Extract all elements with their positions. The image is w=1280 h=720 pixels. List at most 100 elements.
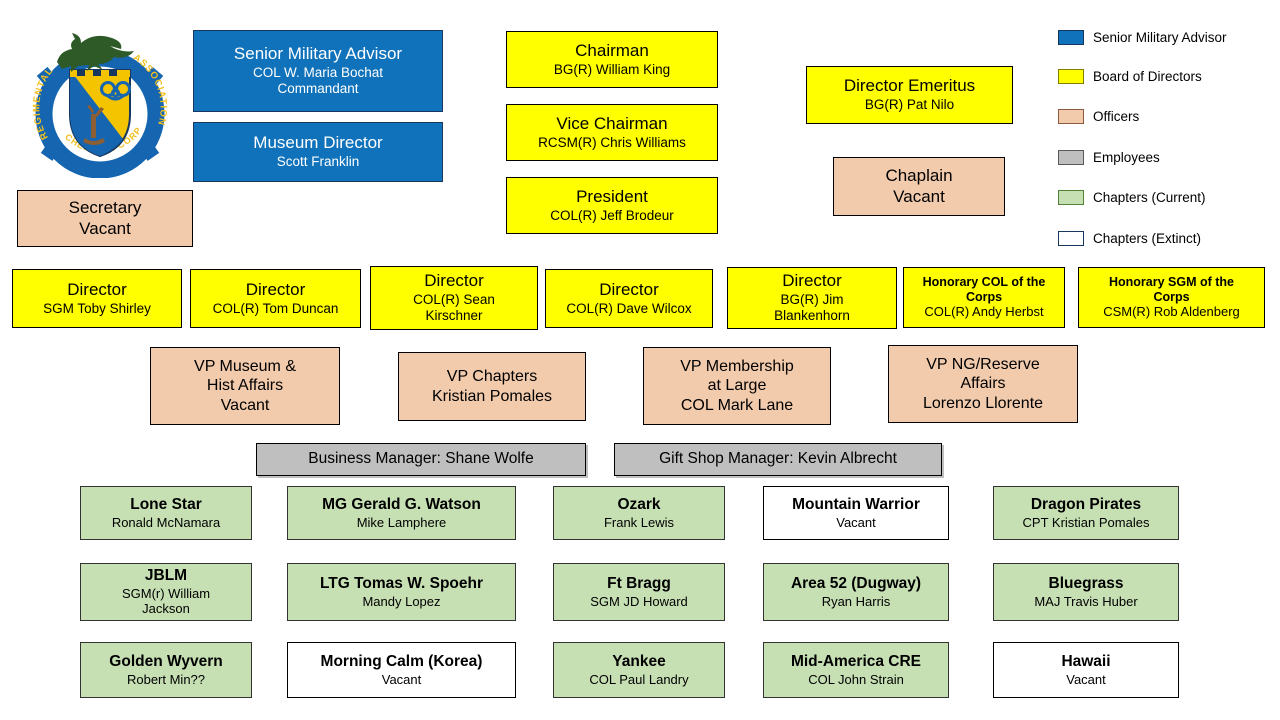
legend-item: Employees xyxy=(1058,147,1160,167)
legend-label: Chapters (Current) xyxy=(1093,189,1206,205)
box-title: JBLM xyxy=(144,566,188,584)
legend-item: Board of Directors xyxy=(1058,66,1202,86)
org-box-chairman: Chairman BG(R) William King xyxy=(506,31,718,88)
org-box-vp-membership: VP Membership at Large COL Mark Lane xyxy=(643,347,831,425)
box-title: Chaplain xyxy=(885,165,953,185)
box-subtitle: Lorenzo Llorente xyxy=(922,394,1044,412)
dragon-icon xyxy=(57,33,134,72)
chapter-box-morning-calm: Morning Calm (Korea) Vacant xyxy=(287,642,516,698)
box-title: VP NG/Reserve xyxy=(926,355,1040,373)
box-subtitle: Mandy Lopez xyxy=(362,593,441,609)
box-title: Director xyxy=(67,279,127,299)
legend-item: Chapters (Current) xyxy=(1058,187,1206,207)
box-subtitle: Vacant xyxy=(381,671,422,687)
box-subtitle: COL(R) Andy Herbst xyxy=(924,303,1044,319)
chapter-box-lone-star: Lone Star Ronald McNamara xyxy=(80,486,252,540)
box-subtitle: Robert Min?? xyxy=(126,671,206,687)
tree-emblem xyxy=(83,105,105,145)
chapter-box-hawaii: Hawaii Vacant xyxy=(993,642,1179,698)
org-box-honorary-col: Honorary COL of the Corps COL(R) Andy He… xyxy=(903,267,1065,328)
box-title: Ozark xyxy=(617,495,661,513)
box-subtitle: COL(R) Tom Duncan xyxy=(212,300,339,316)
org-box-president: President COL(R) Jeff Brodeur xyxy=(506,177,718,234)
box-title: Honorary SGM of the xyxy=(1108,275,1234,290)
box-subtitle: SGM(r) William xyxy=(121,585,211,601)
box-title: Area 52 (Dugway) xyxy=(790,574,922,592)
box-title: Honorary COL of the xyxy=(922,275,1046,290)
box-subtitle: BG(R) Jim xyxy=(780,291,844,307)
box-subtitle: COL(R) Jeff Brodeur xyxy=(550,207,674,223)
chapter-box-yankee: Yankee COL Paul Landry xyxy=(553,642,725,698)
org-box-honorary-sgm: Honorary SGM of the Corps CSM(R) Rob Ald… xyxy=(1078,267,1265,328)
box-subtitle: BG(R) Pat Nilo xyxy=(864,97,955,113)
box-title: Morning Calm (Korea) xyxy=(320,652,483,670)
box-title: Hawaii xyxy=(1061,652,1111,670)
box-subtitle: SGM Toby Shirley xyxy=(43,300,151,316)
box-subtitle: Scott Franklin xyxy=(276,154,360,170)
box-title: Corps xyxy=(965,289,1003,304)
box-subtitle: CPT Kristian Pomales xyxy=(1022,514,1150,530)
chapter-box-ft-bragg: Ft Bragg SGM JD Howard xyxy=(553,563,725,621)
box-subtitle: Ryan Harris xyxy=(821,593,891,609)
box-title: Chairman xyxy=(575,40,649,60)
chapter-box-ltg-spoehr: LTG Tomas W. Spoehr Mandy Lopez xyxy=(287,563,516,621)
box-subtitle: COL Mark Lane xyxy=(680,396,794,414)
box-title: Bluegrass xyxy=(1048,574,1124,592)
box-subtitle: Vacant xyxy=(836,514,876,530)
org-box-director-blankenhorn: Director BG(R) Jim Blankenhorn xyxy=(727,267,897,329)
org-box-business-manager: Business Manager: Shane Wolfe xyxy=(256,443,586,476)
legend-label: Employees xyxy=(1093,149,1160,165)
org-box-director-kirschner: Director COL(R) Sean Kirschner xyxy=(370,266,538,330)
box-subtitle: Vacant xyxy=(1066,671,1106,687)
box-subtitle: MAJ Travis Huber xyxy=(1034,593,1138,609)
chapter-box-bluegrass: Bluegrass MAJ Travis Huber xyxy=(993,563,1179,621)
box-subtitle: COL Paul Landry xyxy=(589,671,689,687)
box-title: Gift Shop Manager: Kevin Albrecht xyxy=(659,450,897,468)
org-box-director-shirley: Director SGM Toby Shirley xyxy=(12,269,182,328)
legend-chip xyxy=(1058,68,1084,84)
legend-chip xyxy=(1058,29,1084,45)
box-subtitle: CSM(R) Rob Aldenberg xyxy=(1103,303,1240,319)
box-subtitle: RCSM(R) Chris Williams xyxy=(538,134,686,150)
chapter-box-mountain-warrior: Mountain Warrior Vacant xyxy=(763,486,949,540)
org-box-senior-military-advisor: Senior Military Advisor COL W. Maria Boc… xyxy=(193,30,443,112)
box-title: Director Emeritus xyxy=(843,76,976,96)
box-subtitle: Jackson xyxy=(142,601,190,617)
box-subtitle: Commandant xyxy=(277,81,359,97)
box-title: Dragon Pirates xyxy=(1030,495,1142,513)
box-subtitle: Vacant xyxy=(79,218,131,238)
box-title: MG Gerald G. Watson xyxy=(322,495,481,513)
box-title: Director xyxy=(599,279,659,299)
box-title: Ft Bragg xyxy=(607,574,671,592)
box-subtitle: COL John Strain xyxy=(808,671,904,687)
chapter-box-mg-gerald-watson: MG Gerald G. Watson Mike Lamphere xyxy=(287,486,516,540)
legend-label: Board of Directors xyxy=(1093,68,1202,84)
chapter-box-jblm: JBLM SGM(r) William Jackson xyxy=(80,563,252,621)
legend-label: Officers xyxy=(1093,108,1140,124)
legend-label: Senior Military Advisor xyxy=(1093,29,1227,45)
org-box-secretary: Secretary Vacant xyxy=(17,190,193,247)
box-title: Affairs xyxy=(960,375,1006,393)
legend-chip xyxy=(1058,189,1084,205)
chapter-box-mid-america-cre: Mid-America CRE COL John Strain xyxy=(763,642,949,698)
org-box-vp-museum: VP Museum & Hist Affairs Vacant xyxy=(150,347,340,425)
box-title: Hist Affairs xyxy=(206,377,284,395)
box-subtitle: Mike Lamphere xyxy=(356,514,447,530)
box-subtitle: Vacant xyxy=(893,186,945,206)
box-title: VP Museum & xyxy=(194,357,296,375)
box-title: VP Membership xyxy=(680,357,794,375)
chapter-box-ozark: Ozark Frank Lewis xyxy=(553,486,725,540)
org-box-chaplain: Chaplain Vacant xyxy=(833,157,1005,216)
box-subtitle: COL(R) Dave Wilcox xyxy=(566,300,692,316)
box-title: President xyxy=(576,186,648,206)
chapter-box-dragon-pirates: Dragon Pirates CPT Kristian Pomales xyxy=(993,486,1179,540)
box-subtitle: SGM JD Howard xyxy=(590,593,688,609)
box-title: Director xyxy=(782,271,842,291)
legend-chip xyxy=(1058,149,1084,165)
org-box-gift-shop-manager: Gift Shop Manager: Kevin Albrecht xyxy=(614,443,942,476)
box-title: Yankee xyxy=(612,652,666,670)
box-title: at Large xyxy=(707,377,767,395)
box-subtitle: Kristian Pomales xyxy=(431,387,553,405)
org-box-vice-chairman: Vice Chairman RCSM(R) Chris Williams xyxy=(506,104,718,161)
